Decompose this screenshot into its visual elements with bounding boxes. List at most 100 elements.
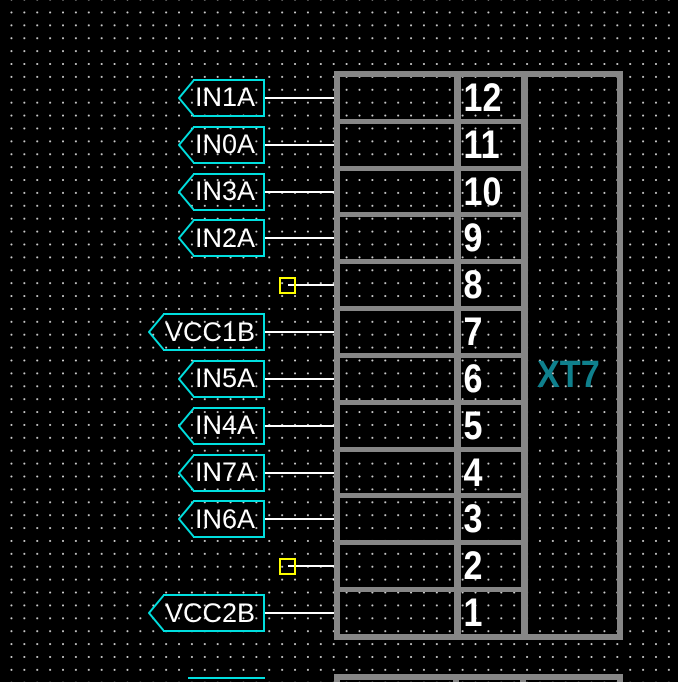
flag-body: IN3A xyxy=(192,172,265,211)
net-flag[interactable]: IN6A xyxy=(177,500,265,539)
next-connector-stub xyxy=(453,680,459,682)
connector-row[interactable]: 12 xyxy=(340,77,521,124)
pin-lead-cell xyxy=(340,170,461,213)
component-refdes[interactable]: XT7 xyxy=(537,354,600,396)
connector-row[interactable]: 10 xyxy=(340,170,521,218)
net-flag[interactable]: IN4A xyxy=(177,406,265,445)
pin-number-cell: 7 xyxy=(461,311,521,353)
net-flag[interactable]: IN5A xyxy=(177,359,265,398)
pin-lead-cell xyxy=(340,264,461,307)
flag-tip-icon xyxy=(177,219,194,258)
connector-row[interactable]: 2 xyxy=(340,545,521,593)
connector-row[interactable]: 4 xyxy=(340,451,521,499)
wire[interactable] xyxy=(264,190,334,193)
wire[interactable] xyxy=(264,143,334,146)
pin-lead-cell xyxy=(340,123,461,166)
pin-number-cell: 12 xyxy=(461,77,521,119)
pin-number-cell: 6 xyxy=(461,358,521,400)
flag-body: IN5A xyxy=(192,359,265,398)
net-flag-label: IN6A xyxy=(194,503,255,534)
wire[interactable] xyxy=(264,612,334,615)
net-flag[interactable]: IN0A xyxy=(177,125,265,164)
unconnected-pin-square[interactable] xyxy=(279,276,296,294)
pin-number-cell: 4 xyxy=(461,452,521,494)
flag-tip-icon xyxy=(177,79,194,117)
flag-body: IN4A xyxy=(192,406,265,445)
pin-number-cell: 3 xyxy=(461,498,521,540)
pin-lead-cell xyxy=(340,217,461,260)
unconnected-pin-square[interactable] xyxy=(279,557,296,575)
pin-number: 10 xyxy=(463,169,502,214)
pin-number: 7 xyxy=(463,310,483,355)
pin-number-cell: 5 xyxy=(461,405,521,447)
flag-body: VCC2B xyxy=(162,594,265,633)
connector-row[interactable]: 8 xyxy=(340,264,521,312)
wire[interactable] xyxy=(288,284,334,287)
pin-lead-cell xyxy=(340,357,461,400)
flag-body: IN1A xyxy=(192,78,265,117)
flag-tip-icon xyxy=(147,594,164,632)
net-flag[interactable]: VCC2B xyxy=(147,594,265,633)
pin-number: 12 xyxy=(463,75,502,120)
net-flag-label: IN3A xyxy=(194,176,255,207)
wire[interactable] xyxy=(264,518,334,521)
connector-row[interactable]: 7 xyxy=(340,311,521,358)
next-connector-stub xyxy=(617,680,623,682)
flag-tip-icon xyxy=(177,360,194,398)
wire[interactable] xyxy=(264,96,334,99)
connector-row[interactable]: 1 xyxy=(340,592,521,634)
net-flag[interactable]: IN1A xyxy=(177,78,265,117)
pin-lead-cell xyxy=(340,451,461,494)
flag-tip-icon xyxy=(177,500,194,539)
net-flag-label: VCC2B xyxy=(164,597,255,628)
pin-number-cell: 11 xyxy=(461,124,521,166)
pin-number: 2 xyxy=(463,544,483,589)
wire[interactable] xyxy=(264,237,334,240)
pin-number: 4 xyxy=(463,450,483,495)
net-flag[interactable]: VCC1B xyxy=(147,313,265,352)
pin-number-cell: 1 xyxy=(461,592,521,634)
connector-row[interactable]: 6 xyxy=(340,357,521,405)
wire[interactable] xyxy=(288,565,334,568)
wire[interactable] xyxy=(264,377,334,380)
next-net-flag-partial[interactable] xyxy=(188,677,265,679)
net-flag[interactable]: IN7A xyxy=(177,453,265,492)
pin-number-cell: 9 xyxy=(461,217,521,259)
flag-body: IN7A xyxy=(192,453,265,492)
connector-row[interactable]: 3 xyxy=(340,498,521,546)
flag-tip-icon xyxy=(177,453,194,492)
flag-body: IN6A xyxy=(192,500,265,539)
flag-body: IN2A xyxy=(192,219,265,258)
connector-row[interactable]: 5 xyxy=(340,404,521,452)
net-flag-label: VCC1B xyxy=(164,316,255,347)
net-flag-label: IN1A xyxy=(194,82,255,113)
wire[interactable] xyxy=(264,424,334,427)
pin-number: 5 xyxy=(463,403,483,448)
flag-body: VCC1B xyxy=(162,313,265,352)
connector-row[interactable]: 11 xyxy=(340,123,521,171)
pin-number-cell: 10 xyxy=(461,171,521,213)
pin-lead-cell xyxy=(340,545,461,588)
wire[interactable] xyxy=(264,331,334,334)
net-flag[interactable]: IN2A xyxy=(177,219,265,258)
pin-number-cell: 8 xyxy=(461,264,521,306)
flag-tip-icon xyxy=(177,407,194,445)
pin-number: 11 xyxy=(463,122,500,167)
pin-lead-cell xyxy=(340,592,461,634)
flag-tip-icon xyxy=(147,313,164,351)
pin-lead-cell xyxy=(340,77,461,119)
pin-number: 9 xyxy=(463,216,483,261)
net-flag-label: IN7A xyxy=(194,457,255,488)
net-flag[interactable]: IN3A xyxy=(177,172,265,211)
flag-tip-icon xyxy=(177,126,194,164)
pin-lead-cell xyxy=(340,311,461,353)
pin-lead-cell xyxy=(340,498,461,541)
connector-row[interactable]: 9 xyxy=(340,217,521,265)
pin-number-cell: 2 xyxy=(461,545,521,587)
next-connector-partial[interactable] xyxy=(334,674,623,680)
pin-number: 8 xyxy=(463,263,483,308)
wire[interactable] xyxy=(264,471,334,474)
